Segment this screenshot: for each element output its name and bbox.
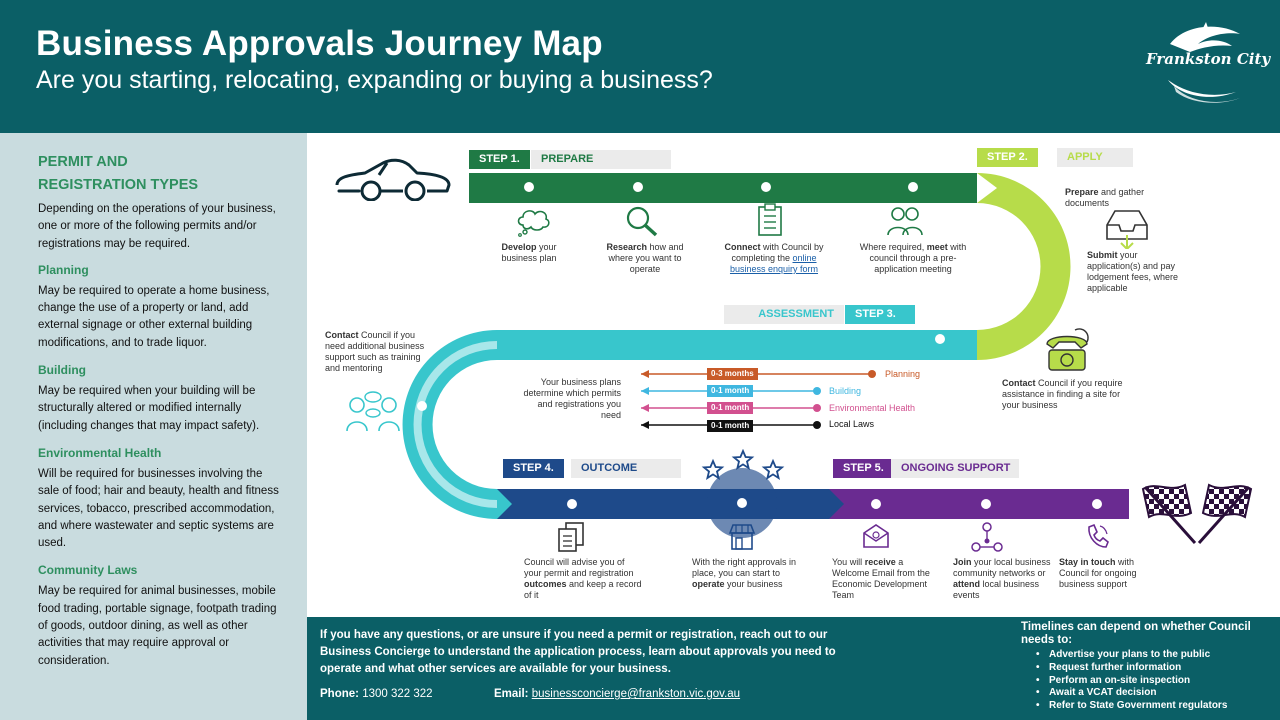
stars-icon	[701, 449, 785, 480]
logo-text: Frankston City	[1146, 50, 1271, 68]
step1-task-develop: Develop your business plan	[501, 242, 557, 263]
step2-curve	[977, 173, 1071, 360]
thought-cloud-icon	[517, 210, 550, 237]
inbox-tray-icon	[1106, 210, 1148, 249]
permit-types-intro: Depending on the operations of your busi…	[38, 203, 276, 250]
timeline-building-duration: 0-1 month	[707, 385, 754, 397]
telephone-icon	[1046, 328, 1089, 371]
step2-task-contact: Contact Council if you require assistanc…	[1002, 378, 1123, 410]
step5-task-receive: You will receive a Welcome Email from th…	[832, 557, 930, 600]
shopfront-icon	[728, 524, 756, 550]
step1-band	[469, 173, 977, 203]
journey-road	[402, 173, 1129, 538]
environmental-health-heading: Environmental Health	[38, 445, 162, 460]
page-subtitle: Are you starting, relocating, expanding …	[36, 66, 713, 94]
step5-number: STEP 5.	[833, 459, 894, 478]
step2-task-prepare: Prepare and gather documents	[1065, 187, 1145, 208]
building-heading: Building	[38, 363, 86, 378]
list-item: Advertise your plans to the public	[1036, 649, 1227, 662]
step1-number: STEP 1.	[469, 150, 530, 169]
checkered-flags-icon	[1141, 483, 1253, 544]
step2-number: STEP 2.	[977, 148, 1038, 167]
step5-task-join: Join your local business community netwo…	[953, 557, 1051, 600]
timeline-planning-name: Planning	[885, 369, 921, 379]
email-contact: Email: businessconcierge@frankston.vic.g…	[494, 688, 741, 700]
header: Business Approvals Journey Map Are you s…	[0, 0, 1280, 133]
step4-task-operate: With the right approvals in place, you c…	[692, 557, 797, 589]
step3-curve	[402, 330, 497, 519]
business-concierge-info: If you have any questions, or are unsure…	[320, 629, 836, 675]
magnifier-icon	[626, 206, 658, 237]
list-item: Perform an on-site inspection	[1036, 675, 1227, 688]
step2-task-submit: Submit your application(s) and pay lodge…	[1087, 250, 1179, 293]
planning-heading: Planning	[38, 262, 89, 277]
list-item: Request further information	[1036, 662, 1227, 675]
clipboard-icon	[758, 203, 782, 236]
timeline-building-name: Building	[829, 386, 862, 396]
step3-support: Contact Council if you need additional b…	[325, 330, 425, 373]
step1-task-meet: Where required, meet with council throug…	[859, 242, 967, 274]
online-business-enquiry-form-link[interactable]: online business enquiry form	[729, 253, 819, 274]
timelines-list: Advertise your plans to the public Reque…	[1036, 649, 1227, 713]
phone-contact: Phone: 1300 322 322	[320, 688, 433, 700]
step4-task-outcomes: Council will advise you of your permit a…	[524, 557, 642, 600]
journey-map: STEP 1. PREPARE STEP 2. APPLY ASSESSMENT…	[307, 133, 1280, 617]
permit-types-panel: PERMIT AND REGISTRATION TYPES Depending …	[0, 133, 307, 720]
step3-number: STEP 3.	[845, 305, 915, 324]
step3-band	[497, 330, 977, 360]
permit-types-title: PERMIT AND REGISTRATION TYPES	[38, 154, 199, 193]
step1-task-research: Research how and where you want to opera…	[606, 242, 684, 274]
community-laws-heading: Community Laws	[38, 563, 138, 578]
timeline-local-laws-name: Local Laws	[829, 419, 875, 429]
car-icon	[335, 158, 451, 201]
community-laws-text: May be required for animal businesses, m…	[38, 585, 277, 667]
timeline-local-laws-duration: 0-1 month	[707, 420, 754, 432]
documents-icon	[558, 522, 584, 552]
page-title: Business Approvals Journey Map	[36, 24, 603, 63]
step5-name: ONGOING SUPPORT	[891, 459, 1019, 478]
email-link[interactable]: businessconcierge@frankston.vic.gov.au	[531, 688, 741, 700]
step2-arrow-notch	[977, 173, 997, 203]
timeline-env-health-duration: 0-1 month	[707, 402, 754, 414]
timeline-env-health-name: Environmental Health	[829, 403, 916, 413]
list-item: Await a VCAT decision	[1036, 687, 1227, 700]
timeline-planning-duration: 0-3 months	[707, 368, 758, 380]
building-text: May be required when your building will …	[38, 385, 260, 432]
step1-task-connect: Connect with Council by completing the o…	[724, 242, 824, 274]
phone-handset-icon	[1088, 523, 1109, 548]
step4-band	[497, 489, 829, 519]
mentoring-people-icon	[346, 391, 400, 432]
environmental-health-text: Will be required for businesses involvin…	[38, 467, 279, 550]
step4-number: STEP 4.	[503, 459, 564, 478]
timelines-title: Timelines can depend on whether Council …	[1021, 621, 1251, 646]
list-item: Refer to State Government regulators	[1036, 700, 1227, 713]
footer: If you have any questions, or are unsure…	[307, 617, 1280, 720]
meeting-people-icon	[887, 207, 923, 236]
step1-name: PREPARE	[531, 150, 671, 169]
step3-name: ASSESSMENT	[724, 305, 844, 324]
step2-name: APPLY	[1057, 148, 1133, 167]
planning-text: May be required to operate a home busine…	[38, 284, 270, 349]
step3-intro: Your business plans determine which perm…	[523, 377, 621, 420]
network-icon	[971, 522, 1003, 552]
frankston-city-logo-icon	[1168, 22, 1240, 103]
step4-name: OUTCOME	[571, 459, 681, 478]
email-icon	[863, 524, 889, 548]
step5-task-stay-in-touch: Stay in touch with Council for ongoing b…	[1059, 557, 1137, 589]
